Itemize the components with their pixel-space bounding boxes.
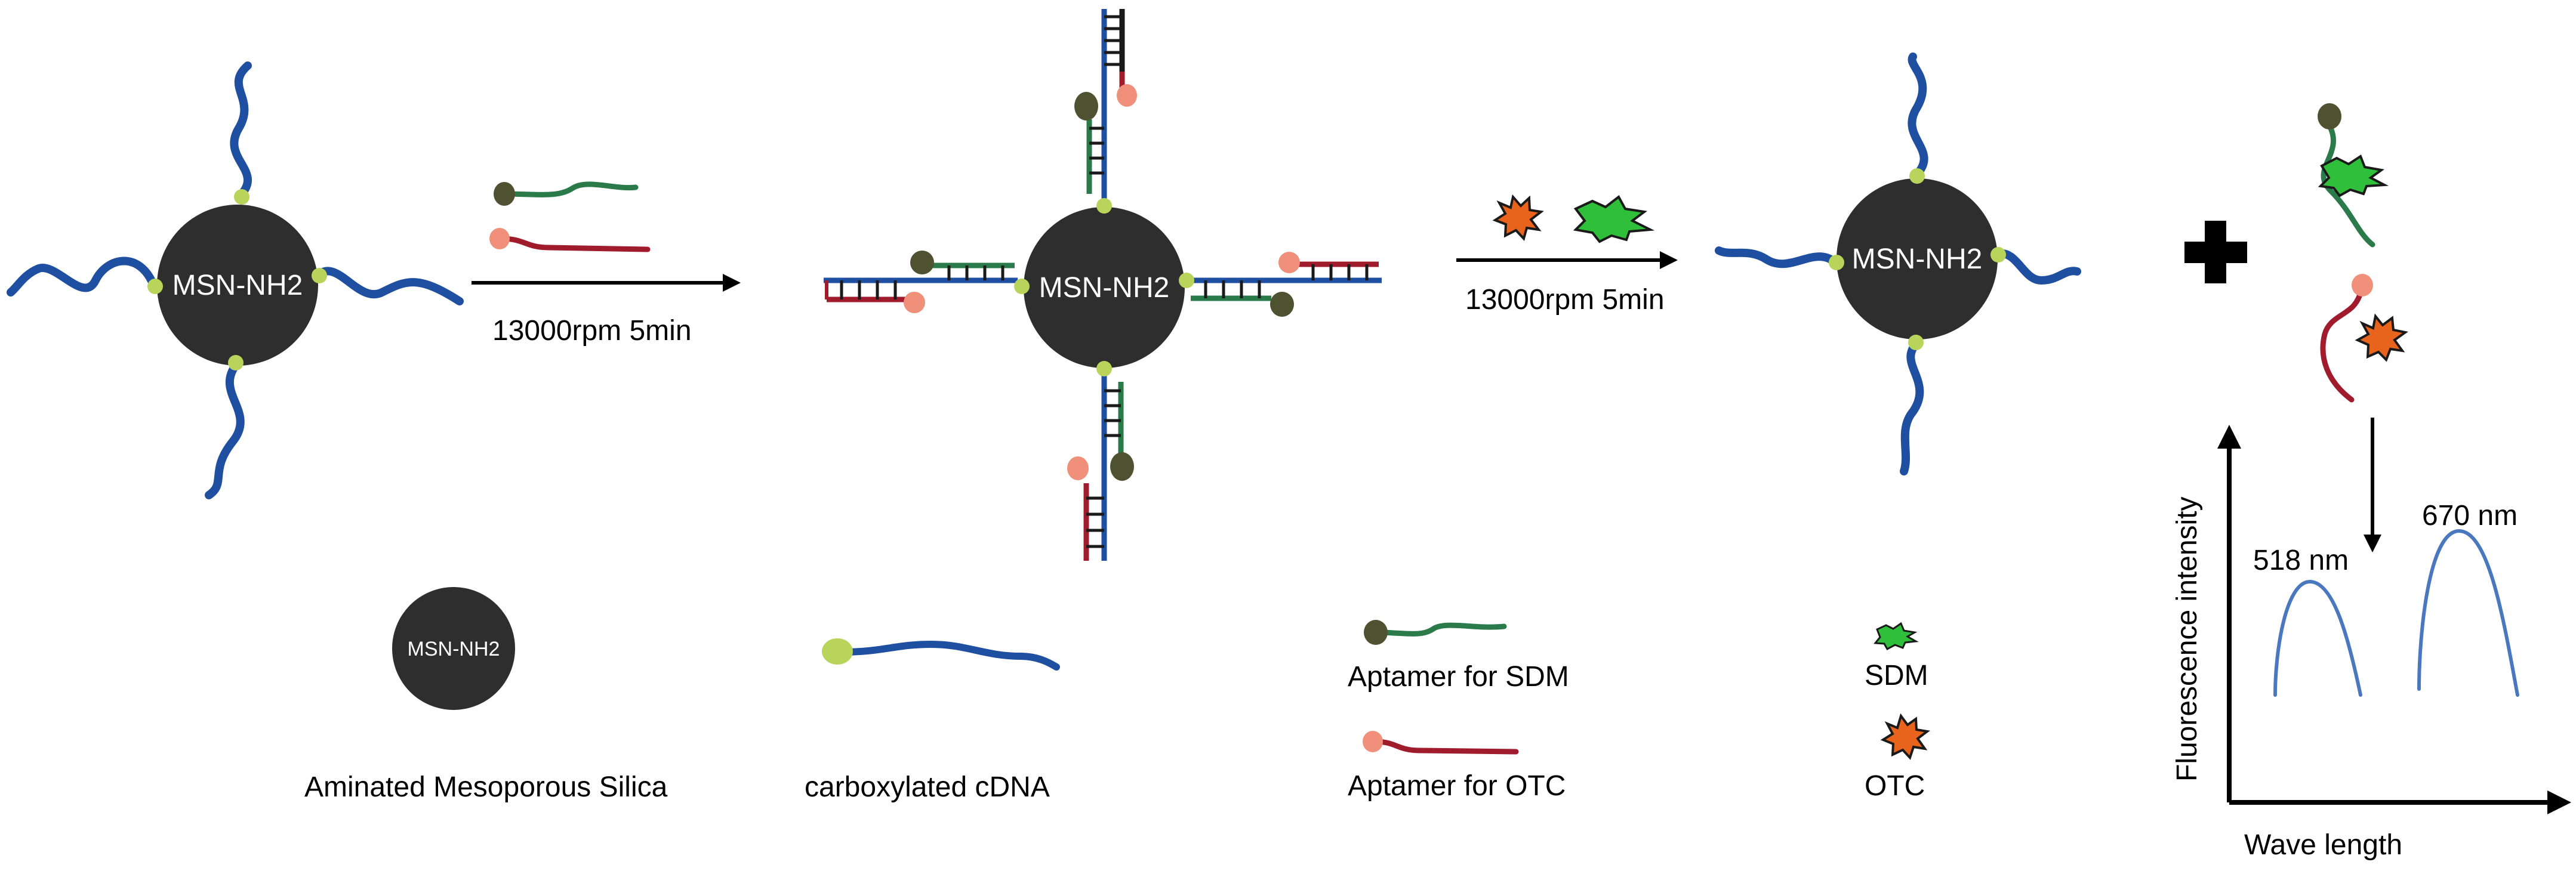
sdm-star-icon bbox=[1573, 194, 1655, 243]
otc-star-icon bbox=[1492, 194, 1544, 241]
legend: MSN-NH2 Aminated Mesoporous Silica carbo… bbox=[304, 587, 1930, 803]
peak-670-curve bbox=[2417, 529, 2519, 697]
peak-518-label: 518 nm bbox=[2253, 545, 2349, 576]
linker-dots bbox=[147, 189, 327, 370]
cdna-strand bbox=[1715, 52, 2081, 475]
peak-518-curve bbox=[2273, 580, 2362, 697]
legend-otc-aptamer-label: Aptamer for OTC bbox=[1348, 770, 1566, 802]
nanoparticle-label: MSN-NH2 bbox=[1852, 243, 1983, 275]
otc-aptamer-head bbox=[489, 228, 510, 249]
linker-dot bbox=[822, 638, 853, 665]
legend-silica-label: Aminated Mesoporous Silica bbox=[304, 771, 668, 803]
x-axis-label: Wave length bbox=[2244, 829, 2402, 861]
y-axis-label: Fluorescence intensity bbox=[2171, 496, 2203, 782]
duplex-right bbox=[1188, 252, 1382, 317]
released-sdm-complex bbox=[2318, 103, 2389, 248]
duplex-bottom bbox=[1067, 367, 1134, 561]
aptamer-pair-input bbox=[489, 181, 651, 252]
legend-silica-icon-label: MSN-NH2 bbox=[408, 638, 500, 660]
legend-sdm-label: SDM bbox=[1865, 660, 1928, 691]
step-arrow-1: 13000rpm 5min bbox=[472, 274, 741, 347]
duplex-left bbox=[824, 251, 1018, 313]
sdm-star-icon bbox=[1874, 622, 1919, 651]
spectrum-chart: Fluorescence intensity Wave length 518 n… bbox=[2171, 425, 2571, 861]
nanoparticle-label: MSN-NH2 bbox=[1039, 272, 1170, 304]
sdm-aptamer-head bbox=[494, 182, 515, 206]
nanoparticle-hybridized: MSN-NH2 bbox=[824, 9, 1382, 561]
otc-star-icon bbox=[1880, 713, 1930, 760]
step-2-label: 13000rpm 5min bbox=[1465, 284, 1665, 316]
legend-otc-label: OTC bbox=[1865, 770, 1925, 802]
legend-cdna-label: carboxylated cDNA bbox=[805, 771, 1050, 803]
legend-sdm-aptamer-label: Aptamer for SDM bbox=[1348, 661, 1569, 693]
nanoparticle bbox=[392, 587, 515, 710]
nanoparticle bbox=[157, 205, 318, 366]
sdm-star-icon bbox=[2318, 154, 2389, 197]
otc-star-icon bbox=[2355, 313, 2408, 362]
legend-silica: MSN-NH2 Aminated Mesoporous Silica bbox=[304, 587, 668, 803]
nanoparticle-with-cdna-1: MSN-NH2 bbox=[7, 61, 464, 499]
step-1-label: 13000rpm 5min bbox=[492, 315, 692, 347]
legend-cdna: carboxylated cDNA bbox=[805, 638, 1060, 803]
duplex-top bbox=[1074, 9, 1137, 206]
nanoparticle bbox=[1837, 178, 1998, 339]
legend-sdm: SDM bbox=[1865, 622, 1928, 691]
linker-dots bbox=[1829, 168, 2006, 350]
nanoparticle bbox=[1024, 207, 1185, 368]
cdna-strand bbox=[7, 61, 464, 499]
step-arrow-2: 13000rpm 5min bbox=[1456, 251, 1678, 316]
nanoparticle-with-cdna-3: MSN-NH2 bbox=[1715, 52, 2081, 475]
linker-dots bbox=[1014, 198, 1194, 376]
legend-otc: OTC bbox=[1865, 713, 1930, 802]
nanoparticle-label: MSN-NH2 bbox=[172, 270, 303, 301]
plus-icon bbox=[2184, 221, 2247, 283]
legend-otc-aptamer: Aptamer for OTC bbox=[1348, 731, 1566, 802]
legend-sdm-aptamer: Aptamer for SDM bbox=[1348, 620, 1569, 693]
released-otc-complex bbox=[2320, 274, 2408, 403]
targets-input bbox=[1492, 194, 1655, 243]
peak-670-label: 670 nm bbox=[2422, 500, 2518, 532]
